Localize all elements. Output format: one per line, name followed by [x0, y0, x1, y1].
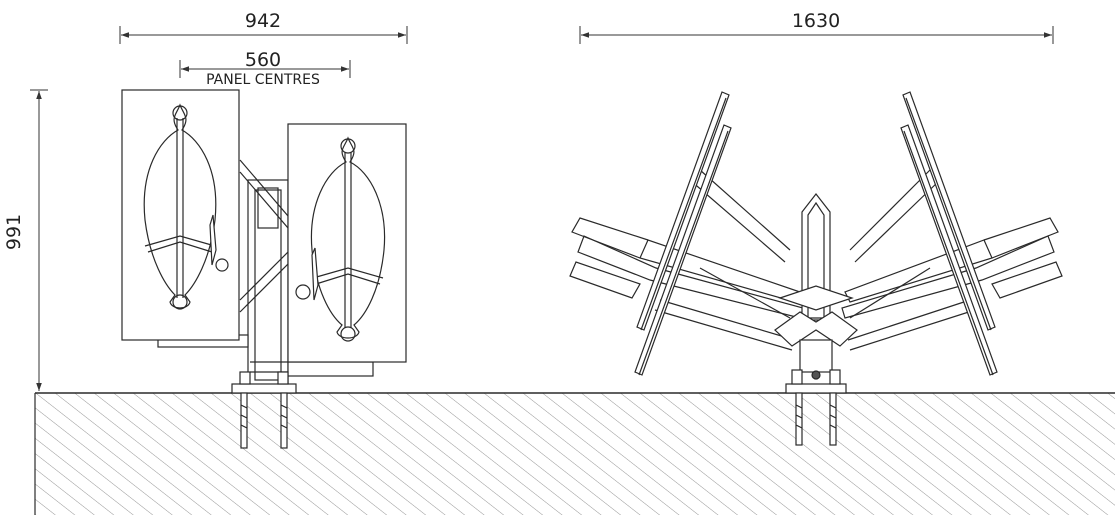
side-panel-left — [121, 89, 240, 341]
side-panel-right — [287, 123, 407, 363]
front-central-post — [774, 193, 858, 380]
front-elevation-view — [569, 91, 1063, 446]
dimension-height: 991 — [3, 89, 48, 391]
front-panel-left — [634, 91, 732, 376]
height-label: 991 — [3, 214, 25, 250]
dimension-panel-centres: 560 PANEL CENTRES — [179, 49, 351, 88]
panel-centres-label: PANEL CENTRES — [206, 72, 320, 88]
side-frame — [157, 159, 374, 386]
panel-centres-value: 560 — [245, 49, 281, 71]
side-elevation-view — [121, 89, 407, 449]
front-base-anchors — [785, 369, 847, 446]
dimension-overall-span: 1630 — [579, 10, 1054, 44]
side-base-anchors — [231, 371, 297, 449]
dimension-overall-width: 942 — [119, 10, 408, 44]
overall-span-label: 1630 — [792, 10, 840, 32]
overall-width-label: 942 — [245, 10, 281, 32]
ground-hatch — [35, 393, 1115, 515]
front-panel-right — [900, 91, 998, 376]
ground-section — [34, 392, 1115, 515]
